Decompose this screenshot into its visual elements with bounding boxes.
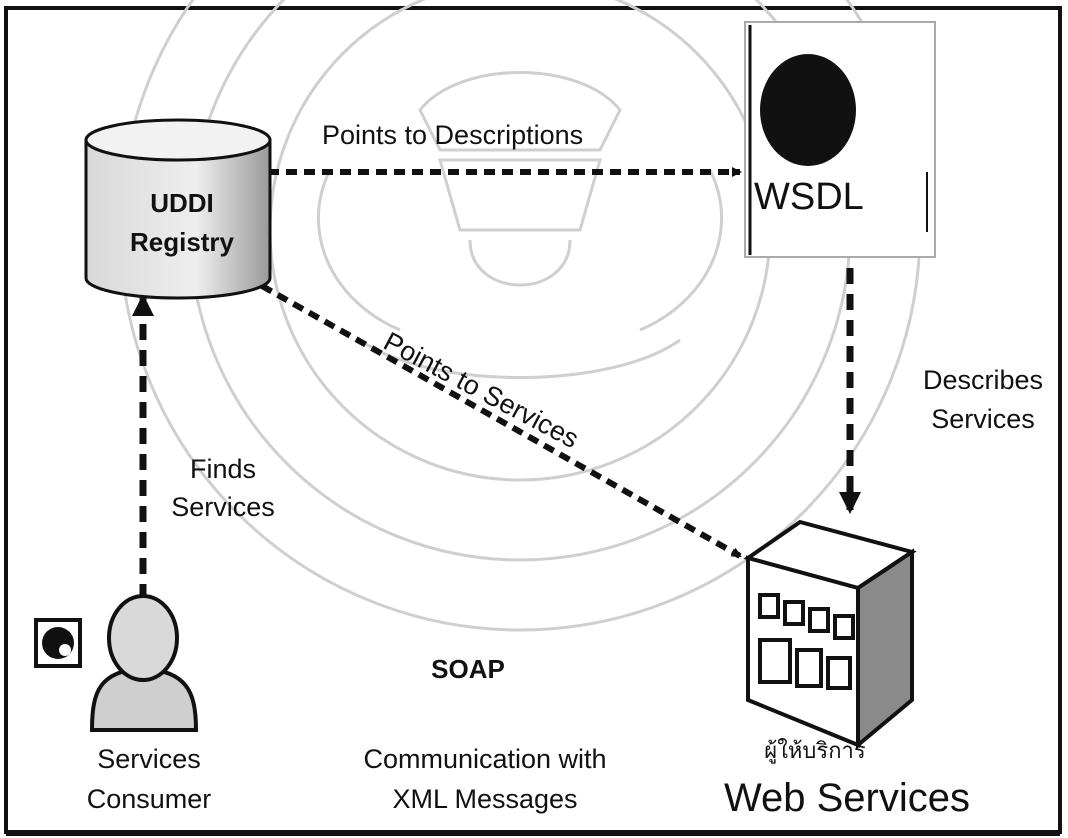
edge-label-describes-line1: Describes	[922, 365, 1044, 395]
database-cylinder-icon	[84, 118, 272, 300]
soap-label: SOAP	[431, 654, 505, 684]
wsdl-dot	[760, 54, 856, 166]
building-icon	[743, 519, 917, 750]
badge-icon	[34, 618, 82, 668]
registry-label-line1: UDDI	[150, 188, 214, 218]
communication-label-line1: Communication with	[363, 744, 607, 774]
provider-thai-label: ผู้ให้บริการ	[764, 738, 866, 763]
communication-label-line2: XML Messages	[392, 784, 578, 814]
edge-label-finds-line2: Services	[171, 492, 275, 522]
edge-label-points-to-descriptions: Points to Descriptions	[322, 120, 584, 150]
edge-points-to-services	[260, 283, 742, 559]
wsdl-label: WSDL	[754, 176, 864, 218]
edge-label-describes-line2: Services	[931, 404, 1035, 434]
edge-label-finds-line1: Finds	[189, 454, 257, 484]
person-icon	[89, 594, 199, 732]
provider-label: Web Services	[723, 776, 971, 820]
consumer-label-line1: Services	[97, 744, 201, 774]
registry-label-line2: Registry	[129, 227, 235, 257]
consumer-label-line2: Consumer	[86, 784, 212, 814]
document-icon	[744, 21, 936, 258]
